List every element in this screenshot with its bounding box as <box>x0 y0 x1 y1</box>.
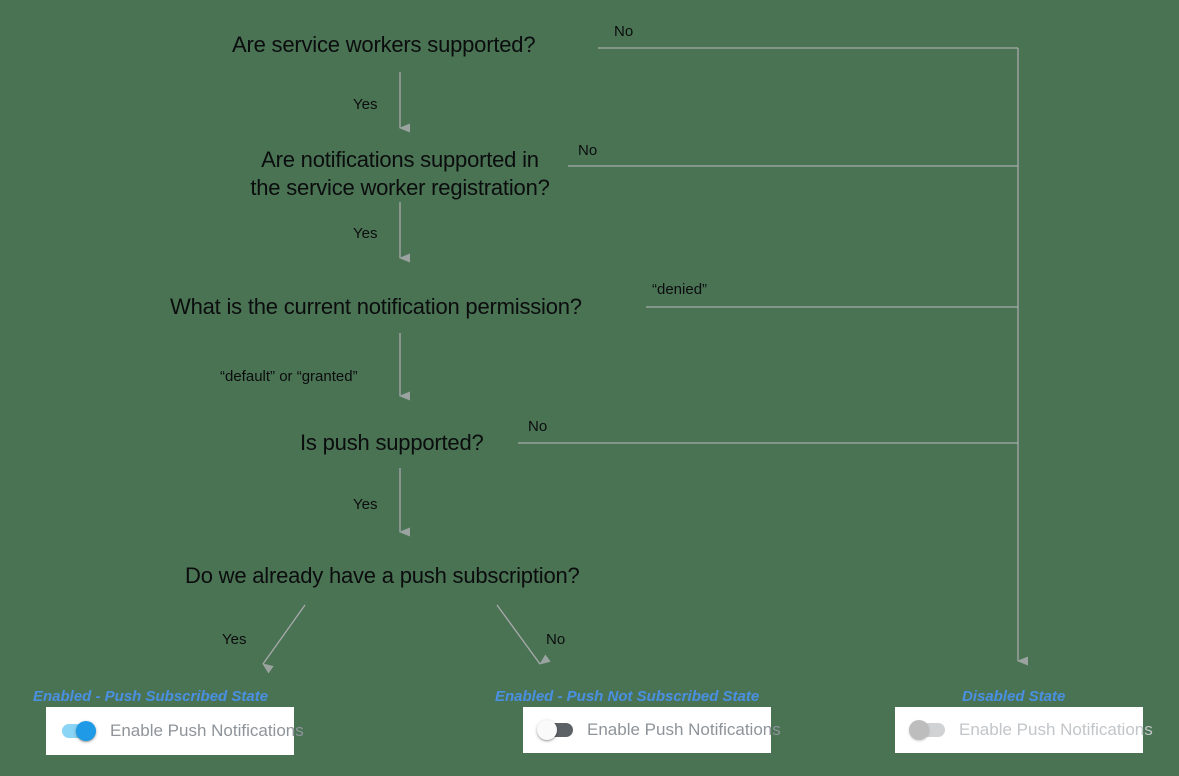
edge-label-q1-yes: Yes <box>353 96 378 113</box>
node-push-supported: Is push supported? <box>300 430 484 455</box>
edge-label-q5-yes: Yes <box>222 631 247 648</box>
push-notifications-toggle-on[interactable] <box>62 721 96 741</box>
edge-label-q2-yes: Yes <box>353 225 378 242</box>
state-label-enabled-subscribed: Enabled - Push Subscribed State <box>33 688 269 705</box>
edge-label-q3-default-granted: “default” or “granted” <box>220 368 358 385</box>
toggle-knob <box>537 720 557 740</box>
edge-label-q4-yes: Yes <box>353 496 378 513</box>
edge-label-q2-no: No <box>578 142 598 159</box>
state-label-disabled: Disabled State <box>962 688 1066 705</box>
push-notifications-toggle-disabled <box>909 720 945 740</box>
toggle-caption: Enable Push Notifications <box>587 720 781 739</box>
node-notifications-supported: Are notifications supported in the servi… <box>250 147 550 200</box>
toggle-card-enabled-not-subscribed[interactable]: Enable Push Notifications <box>523 707 781 753</box>
toggle-card-enabled-subscribed[interactable]: Enable Push Notifications <box>46 707 304 755</box>
toggle-knob <box>76 721 96 741</box>
edge-label-q1-no: No <box>614 23 634 40</box>
node-notification-permission: What is the current notification permiss… <box>170 294 582 319</box>
edge-label-q4-no: No <box>528 418 548 435</box>
state-label-enabled-not-subscribed: Enabled - Push Not Subscribed State <box>495 688 760 705</box>
node-service-workers-supported: Are service workers supported? <box>232 32 536 57</box>
toggle-caption: Enable Push Notifications <box>110 721 304 740</box>
toggle-knob <box>909 720 929 740</box>
edge-label-q3-denied: “denied” <box>652 281 708 298</box>
toggle-card-disabled: Enable Push Notifications <box>895 707 1153 753</box>
node-existing-subscription: Do we already have a push subscription? <box>185 563 580 588</box>
push-notifications-toggle-off[interactable] <box>537 720 573 740</box>
edge-label-q5-no: No <box>546 631 566 648</box>
toggle-caption: Enable Push Notifications <box>959 720 1153 739</box>
